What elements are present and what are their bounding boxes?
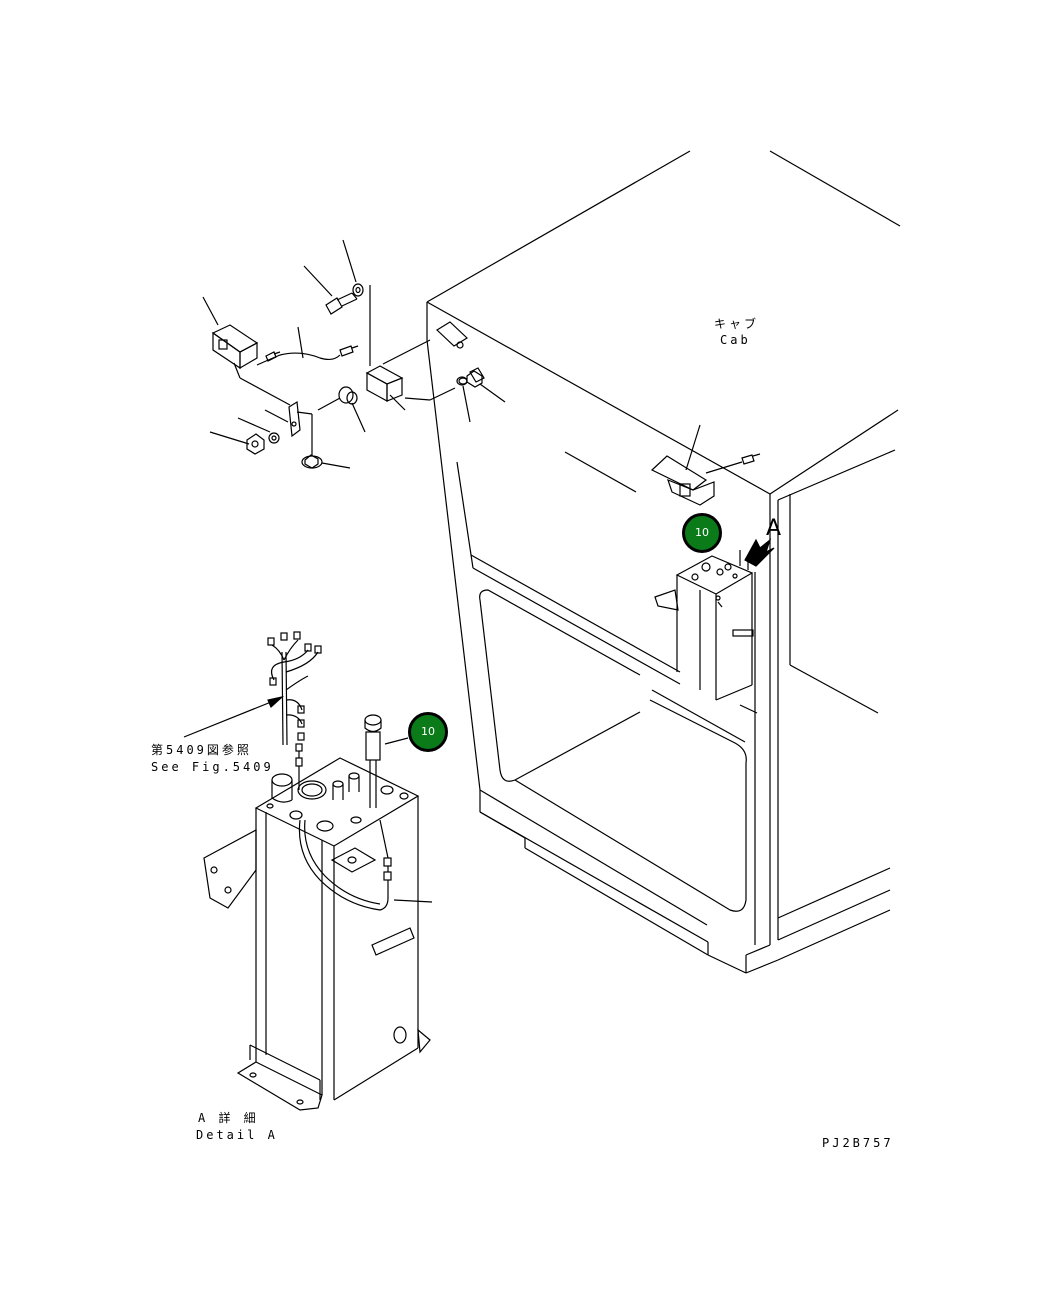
detail-a-box	[203, 714, 433, 1111]
view-marker-a: A	[766, 516, 782, 541]
roof-bracket	[436, 321, 485, 385]
see-figure-label-en: See Fig.5409	[151, 760, 274, 774]
callout-item-10-detail[interactable]: 10	[408, 712, 448, 752]
front-lamp	[650, 424, 761, 506]
cab-outline	[426, 150, 901, 974]
view-arrow	[744, 538, 775, 567]
cab-label-jp: キャブ	[714, 317, 760, 331]
mount-box-small	[654, 550, 754, 701]
see-figure-label-jp: 第5409図参照	[151, 743, 252, 757]
detail-title-en: Detail A	[196, 1128, 278, 1142]
wiring-harness	[183, 631, 322, 746]
drawing-number: PJ2B757	[822, 1136, 894, 1150]
lamp-assembly	[202, 239, 506, 469]
callout-item-10-cab[interactable]: 10	[682, 513, 722, 553]
cab-label-en: Cab	[720, 333, 751, 347]
detail-title-jp: A 詳 細	[198, 1111, 259, 1125]
